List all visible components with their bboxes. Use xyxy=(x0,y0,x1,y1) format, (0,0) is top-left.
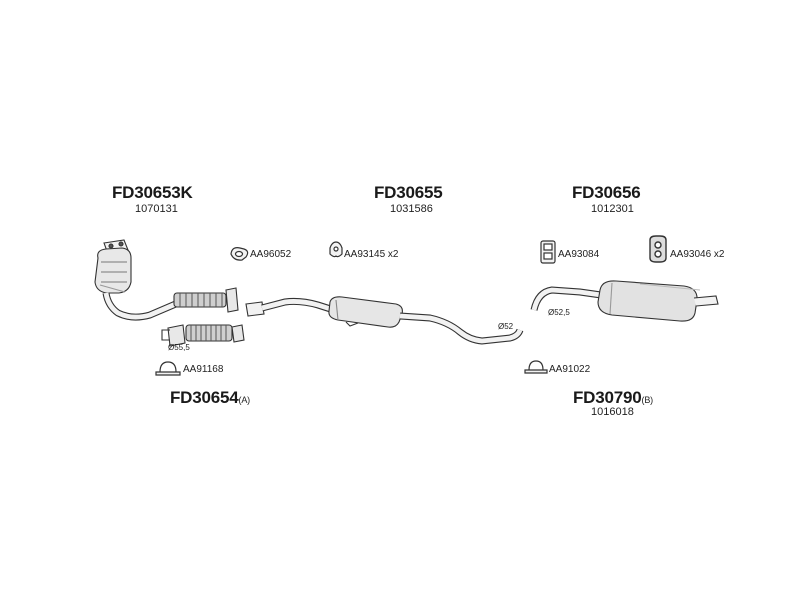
part-number-rear: 1012301 xyxy=(591,203,634,215)
rear-b-code: FD30790 xyxy=(573,388,642,407)
dimension-flex: Ø55,5 xyxy=(168,343,190,352)
part-code-rear-b: FD30790(B) xyxy=(573,388,653,408)
rubber-mount-icon xyxy=(649,235,667,263)
gasket-icon xyxy=(230,247,249,261)
flex-pipe-code: FD30654 xyxy=(170,388,239,407)
part-number-cat-front: 1070131 xyxy=(135,203,178,215)
part-code-cat-front: FD30653K xyxy=(112,183,193,202)
part-code-middle: FD30655 xyxy=(374,183,443,202)
part-number-rear-b: 1016018 xyxy=(591,406,634,418)
dimension-middle: Ø52 xyxy=(498,322,514,331)
clamp-icon xyxy=(155,361,181,376)
part-number-middle: 1031586 xyxy=(390,203,433,215)
catalytic-converter-front-pipe xyxy=(94,239,239,321)
rubber-hanger-icon xyxy=(329,241,343,258)
accessory-label-hanger-b: AA93084 xyxy=(558,249,600,260)
dimension-rear: Ø52,5 xyxy=(548,308,570,317)
mounting-bracket-icon xyxy=(540,240,556,264)
middle-silencer-pipe xyxy=(245,296,524,345)
accessory-label-gasket: AA96052 xyxy=(250,249,292,260)
clamp-icon xyxy=(524,360,548,374)
rear-b-suffix: (B) xyxy=(641,395,654,405)
flex-pipe xyxy=(161,324,245,347)
accessory-label-hanger-c: AA93046 x2 xyxy=(670,249,725,260)
flex-pipe-suffix: (A) xyxy=(238,395,251,405)
accessory-label-hanger-a: AA93145 x2 xyxy=(344,249,399,260)
accessory-label-clamp-front: AA91168 xyxy=(183,364,224,375)
part-code-flex-pipe: FD30654(A) xyxy=(170,388,250,408)
accessory-label-clamp-rear: AA91022 xyxy=(549,364,591,375)
rear-silencer xyxy=(530,280,719,322)
part-code-rear: FD30656 xyxy=(572,183,641,202)
